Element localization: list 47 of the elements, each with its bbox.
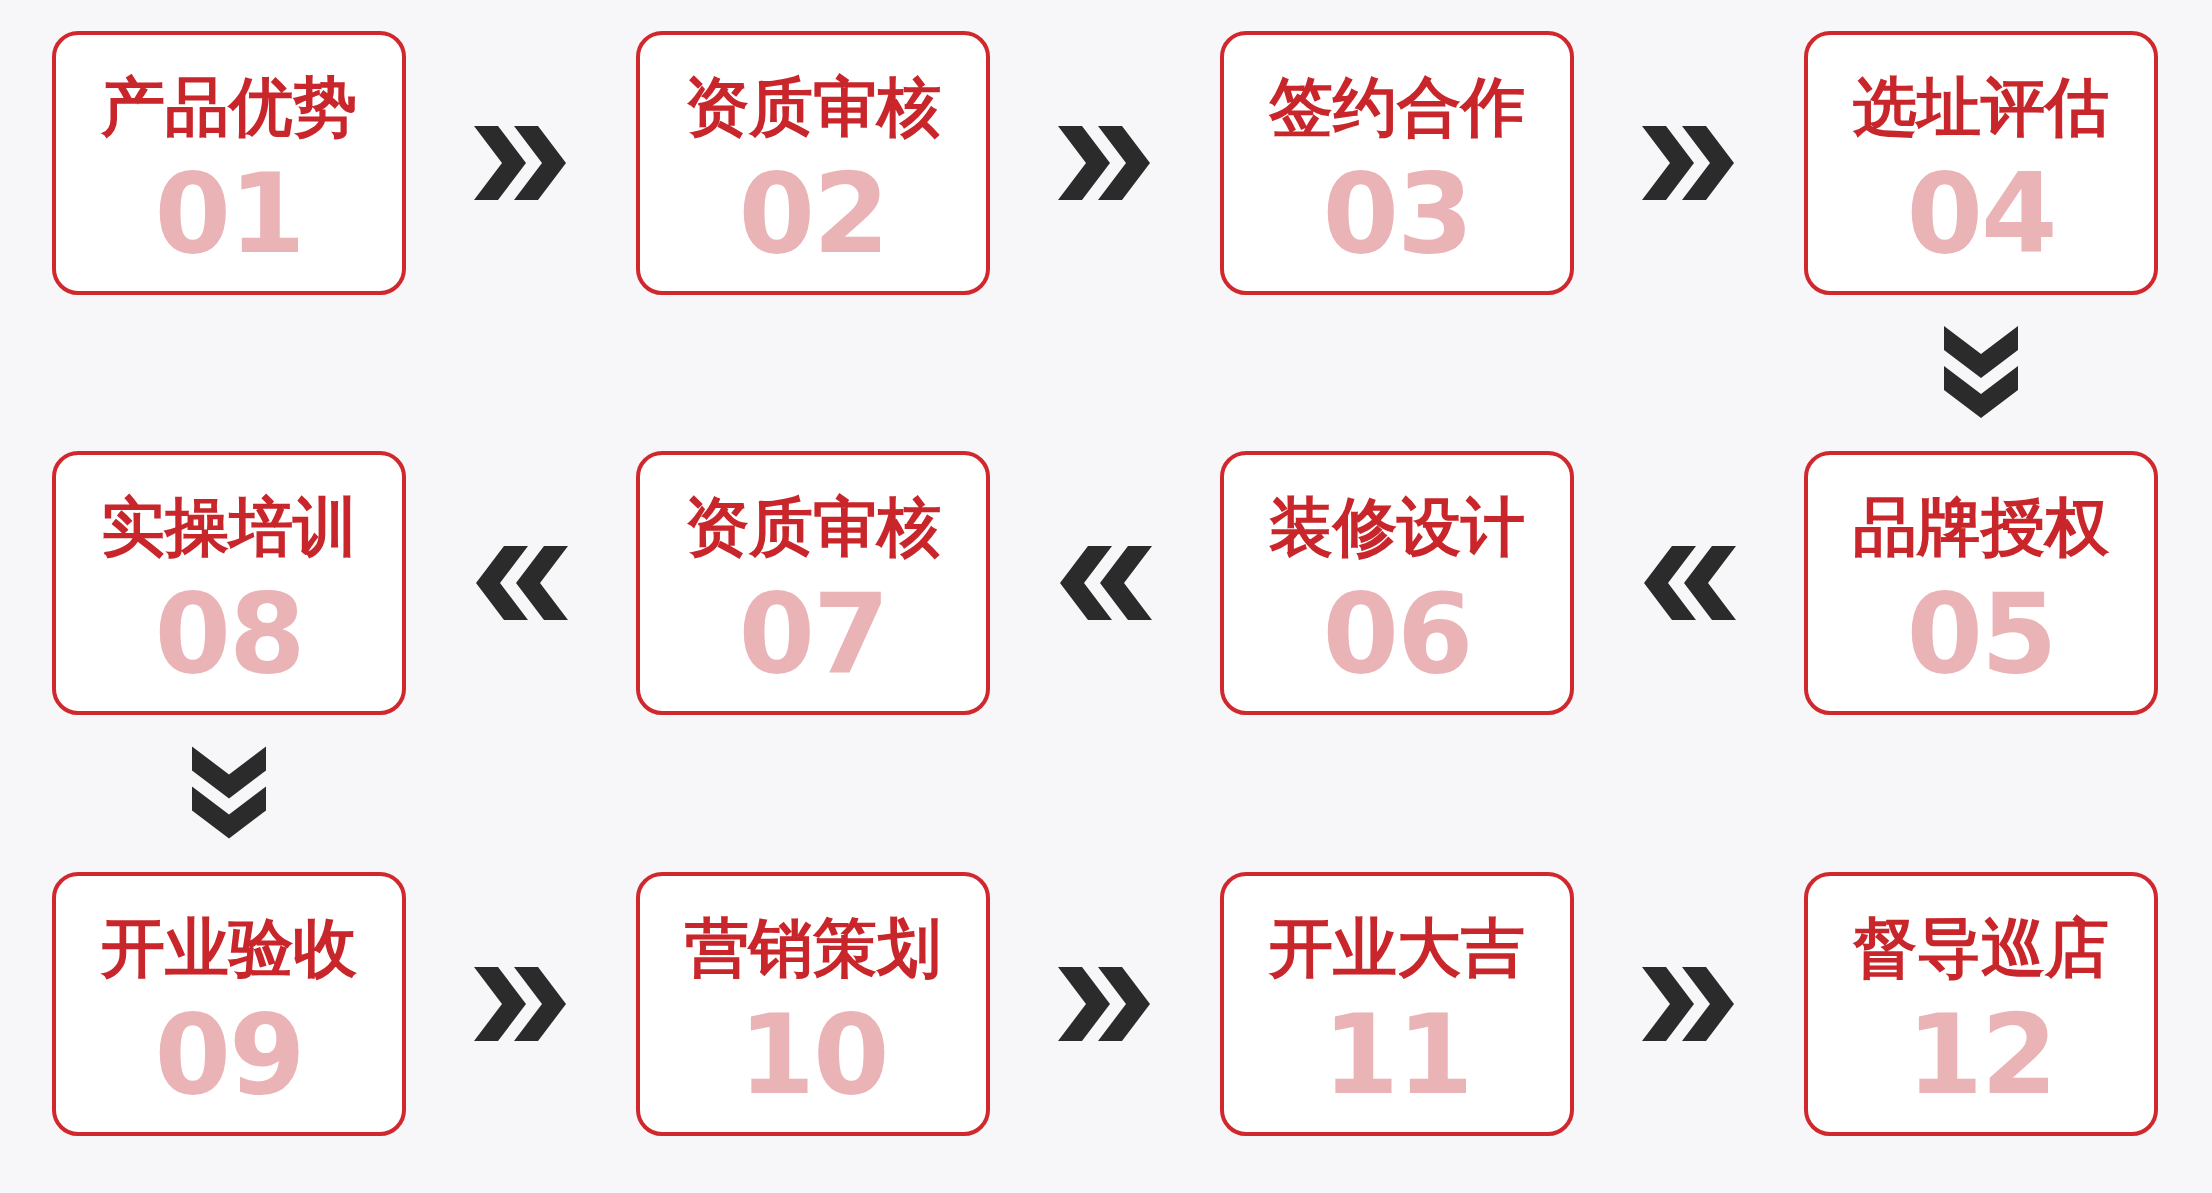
chevron-arrow	[1058, 126, 1150, 200]
step-label: 资质审核	[685, 75, 941, 139]
chevron-arrow	[476, 546, 568, 620]
step-label: 开业大吉	[1269, 916, 1525, 980]
chevron-arrow	[474, 126, 566, 200]
chevron-arrow	[1060, 546, 1152, 620]
step-box	[52, 872, 406, 1136]
step-number: 01	[154, 159, 304, 269]
chevron-arrow	[474, 967, 566, 1041]
chevron-arrow	[1644, 546, 1736, 620]
step-box	[636, 451, 990, 715]
step-box	[52, 451, 406, 715]
step-label: 营销策划	[685, 916, 941, 980]
step-label: 产品优势	[101, 75, 357, 139]
step-box	[1220, 31, 1574, 295]
step-number: 11	[1322, 1000, 1472, 1110]
step-label: 装修设计	[1269, 495, 1525, 559]
step-number: 03	[1322, 159, 1472, 269]
step-box	[1804, 872, 2158, 1136]
step-label: 选址评估	[1853, 75, 2109, 139]
chevron-arrow	[1642, 967, 1734, 1041]
step-number: 10	[738, 1000, 888, 1110]
step-label: 实操培训	[101, 495, 357, 559]
step-label: 品牌授权	[1853, 495, 2109, 559]
chevron-arrow	[192, 746, 266, 839]
step-label: 开业验收	[101, 916, 357, 980]
step-box	[636, 31, 990, 295]
step-box	[1804, 451, 2158, 715]
step-label: 资质审核	[685, 495, 941, 559]
step-number: 04	[1906, 159, 2056, 269]
step-box	[52, 31, 406, 295]
step-label: 督导巡店	[1853, 916, 2109, 980]
chevron-arrow	[1944, 326, 2018, 418]
step-box	[1220, 872, 1574, 1136]
step-box	[636, 872, 990, 1136]
step-number: 05	[1906, 579, 2056, 689]
step-number: 02	[738, 159, 888, 269]
step-number: 08	[154, 579, 304, 689]
chevron-arrow	[1642, 126, 1734, 200]
step-number: 09	[154, 1000, 304, 1110]
step-number: 12	[1906, 1000, 2056, 1110]
step-box	[1804, 31, 2158, 295]
step-number: 07	[738, 579, 888, 689]
step-number: 06	[1322, 579, 1472, 689]
chevron-arrow	[1058, 967, 1150, 1041]
step-box	[1220, 451, 1574, 715]
step-label: 签约合作	[1269, 75, 1525, 139]
